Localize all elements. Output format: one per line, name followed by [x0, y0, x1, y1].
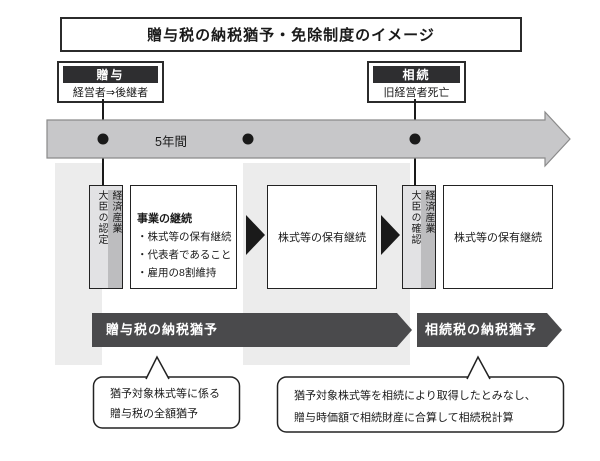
minister-certification-box: 経済産業 大臣の認定: [89, 185, 123, 289]
timeline-dot-3: [409, 133, 421, 145]
certification-col-2: 大臣の認定: [96, 190, 107, 245]
gift-event-label: 贈与 経営者⇒後継者: [57, 61, 164, 103]
inheritance-subtext: 旧経営者死亡: [383, 87, 450, 99]
callout-right-bubble: [276, 355, 565, 433]
confirmation-col-2: 大臣の確認: [409, 190, 420, 245]
inheritance-event-label: 相続 旧経営者死亡: [367, 61, 466, 103]
five-year-label: 5年間: [155, 135, 187, 149]
confirmation-col-1: 経済産業: [421, 190, 435, 288]
gift-tag: 贈与: [63, 66, 158, 83]
diagram-title: 贈与税の納税猶予・免除制度のイメージ: [60, 17, 522, 52]
callout-right-line-2: 贈与時価額で相続財産に合算して相続税計算: [294, 412, 514, 424]
gift-subtext: 経営者⇒後継者: [72, 87, 149, 99]
business-item-2: ・代表者であること: [137, 249, 232, 261]
certification-col-1: 経済産業: [108, 190, 122, 288]
business-continuation-box: 事業の継続 ・株式等の保有継続 ・代表者であること ・雇用の8割維持: [130, 185, 237, 289]
callout-left-line-2: 贈与税の全額猶予: [110, 408, 198, 420]
callout-left-line-1: 猶予対象株式等に係る: [110, 388, 220, 400]
callout-right-line-1: 猶予対象株式等を相続により取得したとみなし、: [294, 390, 536, 402]
business-item-1: ・株式等の保有継続: [137, 231, 232, 243]
flow-arrow-icon-1: [246, 215, 265, 255]
flow-arrow-icon-2: [381, 215, 400, 255]
inheritance-tax-deferral-arrow: 相続税の納税猶予: [417, 313, 562, 347]
business-continuation-title: 事業の継続: [137, 213, 192, 225]
inheritance-tag: 相続: [373, 66, 460, 83]
callout-left-bubble: [92, 355, 241, 429]
gift-tax-deferral-arrow: 贈与税の納税猶予: [92, 313, 412, 347]
minister-confirmation-box: 経済産業 大臣の確認: [402, 185, 436, 289]
timeline-dot-1: [97, 133, 109, 145]
share-holding-box-2: 株式等の保有継続: [443, 185, 553, 289]
share-holding-box-1: 株式等の保有継続: [267, 185, 377, 289]
timeline-dot-2: [242, 133, 254, 145]
timeline-arrow: [46, 110, 571, 168]
business-item-3: ・雇用の8割維持: [137, 267, 217, 279]
